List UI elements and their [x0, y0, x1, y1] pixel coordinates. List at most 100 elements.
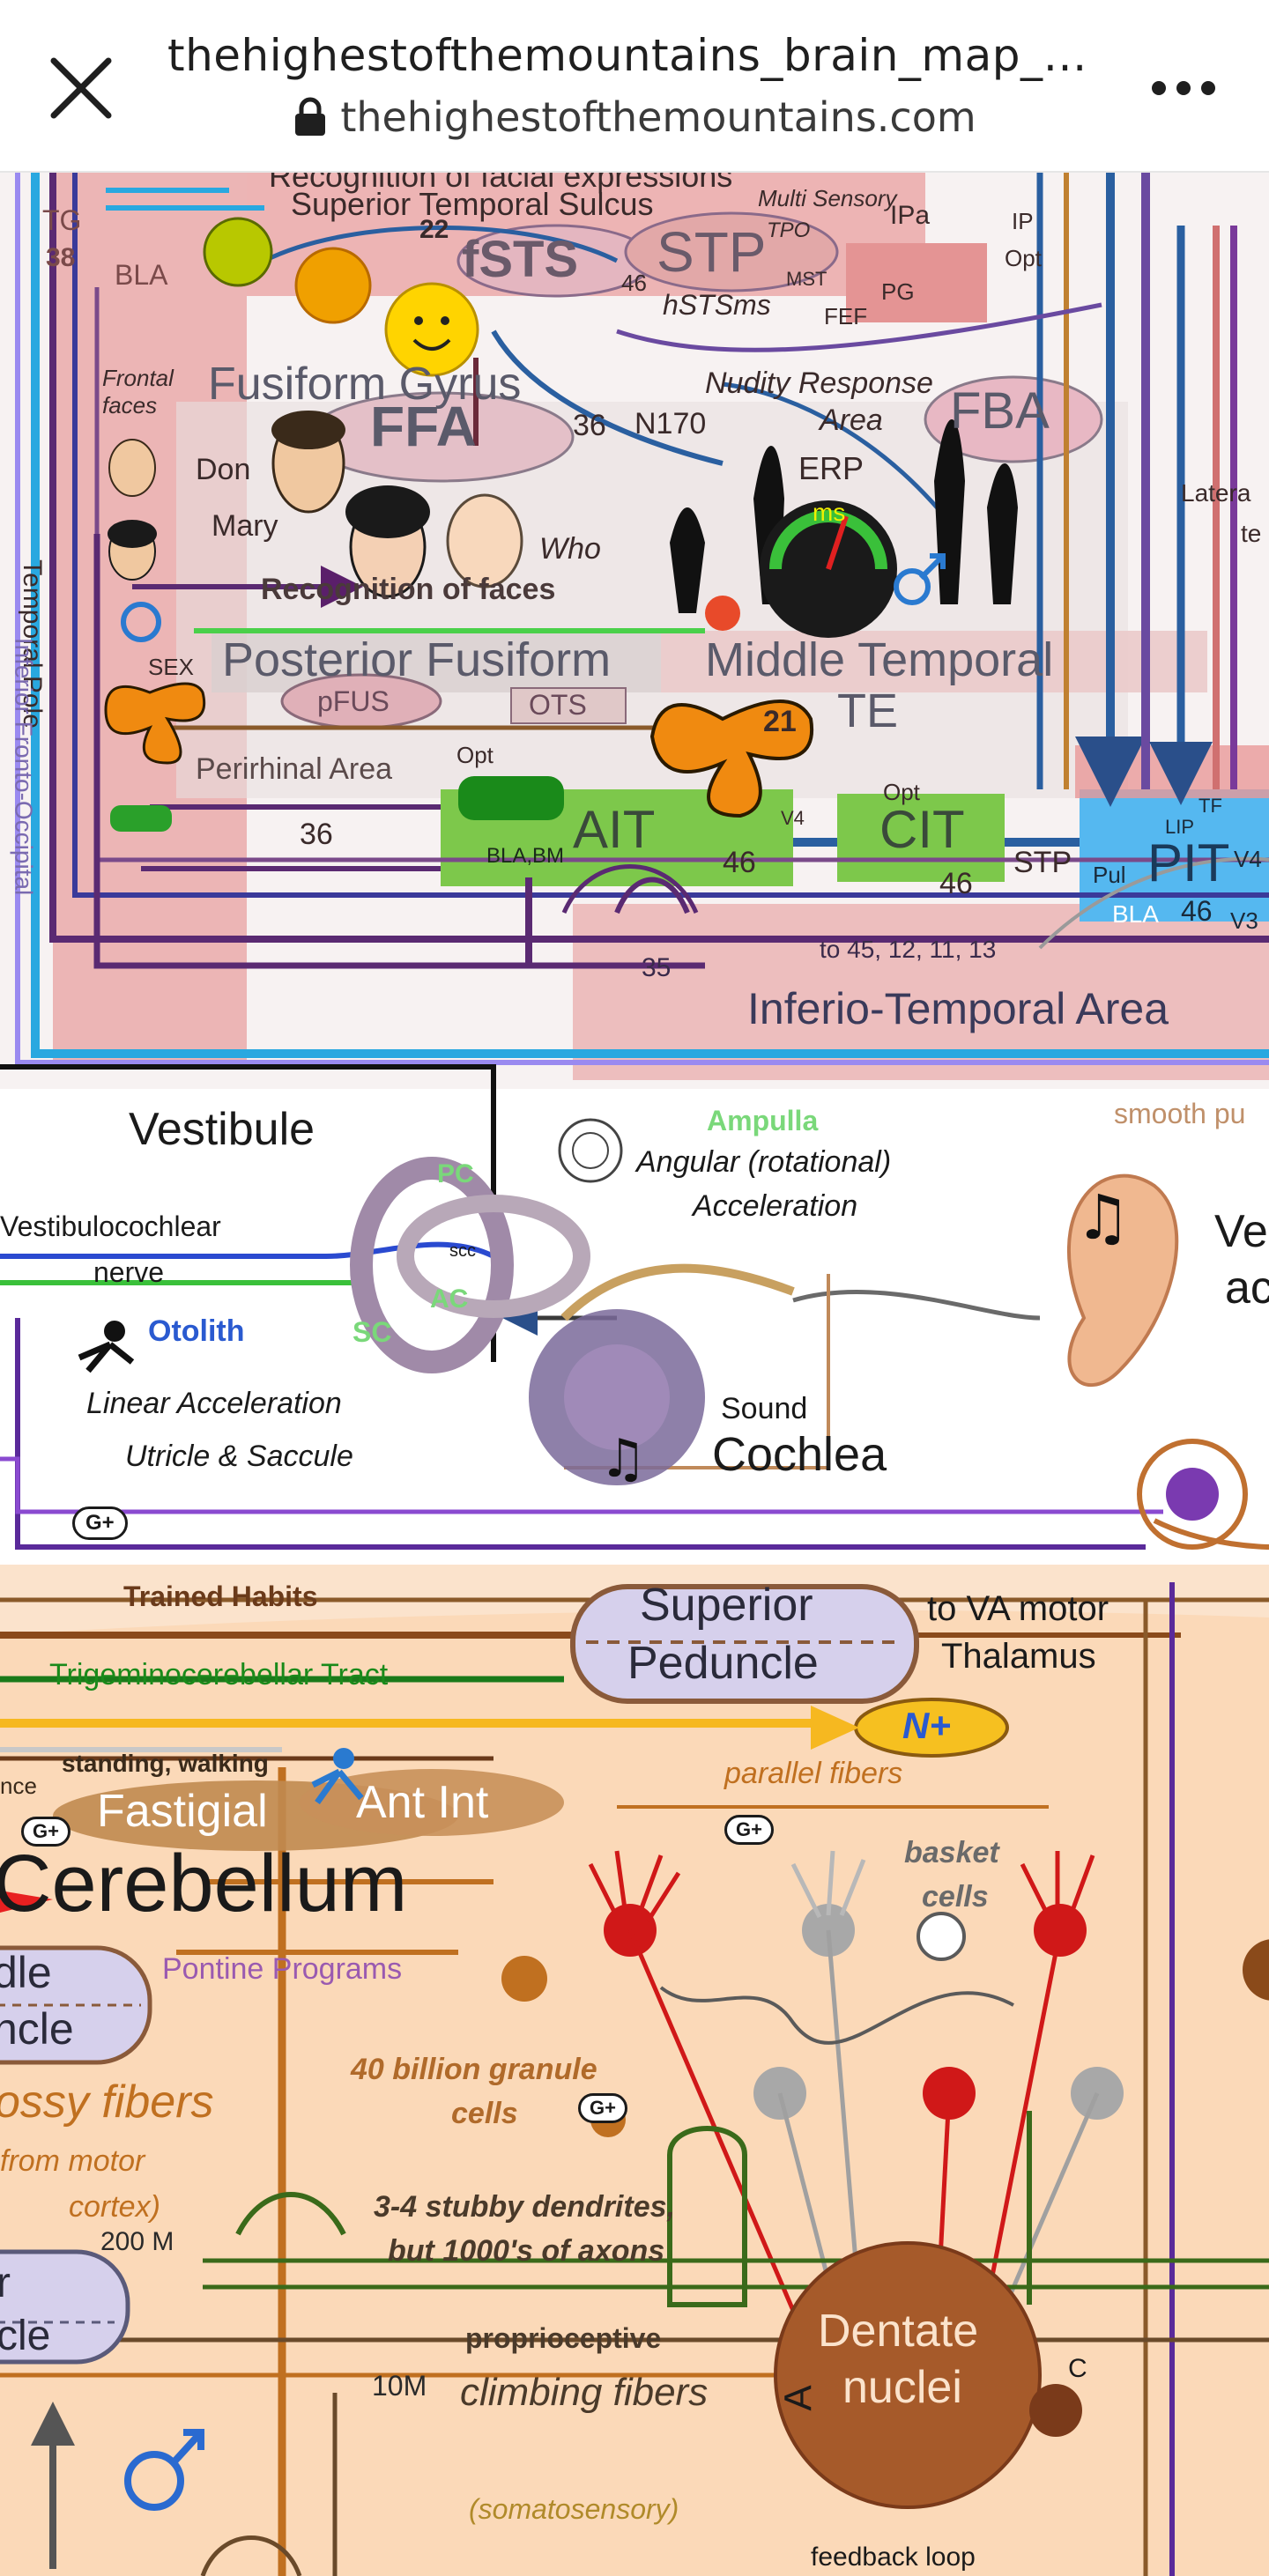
label-21: 21 — [763, 705, 797, 738]
label-stp-2: STP — [1013, 846, 1072, 879]
label-climbing: climbing fibers — [460, 2371, 709, 2414]
close-icon — [50, 57, 112, 119]
label-ipa: IPa — [890, 201, 931, 230]
label-peduncle: Peduncle — [627, 1638, 819, 1689]
label-10m: 10M — [372, 2370, 427, 2402]
label-36a: 36 — [573, 409, 606, 442]
label-a: A — [776, 2385, 820, 2411]
label-200m: 200 M — [100, 2227, 174, 2256]
label-fusiform-gyrus: Fusiform Gyrus — [208, 359, 522, 410]
label-pc: PC — [437, 1159, 474, 1188]
label-lateral: Latera — [1181, 479, 1251, 507]
label-sex: SEX — [148, 654, 195, 680]
more-horizontal-icon — [1152, 81, 1166, 95]
label-ac: AC — [430, 1284, 469, 1314]
label-hstsms: hSTSms — [663, 289, 771, 321]
label-fsts: fSTS — [462, 231, 579, 288]
label-granule-2: cells — [451, 2097, 518, 2130]
label-angular: Angular (rotational) — [636, 1145, 892, 1179]
label-pit: PIT — [1147, 833, 1230, 892]
label-ac-cut: ac — [1225, 1262, 1269, 1314]
label-thalamus: Thalamus — [941, 1637, 1096, 1676]
label-lip: LIP — [1165, 816, 1195, 838]
svg-text:♫: ♫ — [599, 1428, 647, 1490]
label-perirhinal: Perirhinal Area — [196, 752, 393, 786]
label-te-cut: te — [1241, 520, 1262, 547]
label-bla-bm: BLA,BM — [486, 844, 565, 868]
label-n170: N170 — [634, 407, 707, 440]
label-to-45: to 45, 12, 11, 13 — [820, 936, 997, 963]
label-46b: 46 — [723, 846, 756, 879]
label-smooth: smooth pu — [1114, 1098, 1246, 1129]
label-c: C — [1068, 2354, 1087, 2383]
label-otolith: Otolith — [148, 1314, 245, 1348]
label-erp: ERP — [798, 450, 865, 486]
label-nerve: nerve — [93, 1256, 165, 1288]
label-stp: STP — [657, 220, 767, 284]
label-tpo: TPO — [767, 218, 811, 242]
label-dle: dle — [0, 1948, 52, 1997]
label-trigeminocerebellar: Trigeminocerebellar Tract — [49, 1658, 389, 1691]
label-multi-sensory: Multi Sensory — [758, 185, 897, 211]
more-options-button[interactable] — [1144, 53, 1223, 123]
brain-map-graphic: ♫ ♫ — [0, 173, 1269, 2576]
label-fba: FBA — [950, 382, 1050, 440]
label-mary: Mary — [212, 509, 278, 543]
label-inferior-fronto-occipital: Inferior Fronto-Occipital — [10, 637, 38, 896]
label-gplus-1: G+ — [21, 1817, 70, 1847]
url-row: thehighestofthemountains.com — [167, 93, 1102, 141]
close-button[interactable] — [46, 53, 116, 123]
label-dentate: Dentate — [818, 2306, 979, 2357]
label-fastigial: Fastigial — [97, 1786, 268, 1837]
label-inferio-temporal: Inferio-Temporal Area — [747, 984, 1169, 1033]
label-ant-int: Ant Int — [356, 1777, 489, 1828]
label-vestibule: Vestibule — [129, 1104, 315, 1155]
label-frontal-faces: Frontal faces — [102, 365, 174, 419]
label-v4: V4 — [781, 807, 805, 829]
label-36b: 36 — [300, 818, 333, 851]
label-tg: TG — [42, 204, 82, 236]
label-opt-1: Opt — [1005, 245, 1042, 271]
label-granule-1: 40 billion granule — [351, 2053, 597, 2086]
label-who: Who — [539, 532, 601, 566]
label-nuclei: nuclei — [842, 2362, 962, 2413]
label-r: r — [0, 2260, 11, 2306]
label-from-motor: from motor — [0, 2144, 145, 2178]
label-nce: nce — [0, 1773, 37, 1799]
label-gplus-vestibular: G+ — [72, 1506, 128, 1540]
label-tf: TF — [1198, 795, 1222, 817]
image-viewer[interactable]: ♫ ♫ — [0, 173, 1269, 2576]
label-cerebellum: Cerebellum — [0, 1839, 408, 1928]
label-46c: 46 — [939, 867, 973, 900]
label-ffa: FFA — [370, 395, 477, 458]
title-area[interactable]: thehighestofthemountains_brain_map_1... … — [167, 30, 1102, 141]
more-horizontal-icon — [1176, 81, 1191, 95]
label-ait: AIT — [573, 800, 656, 859]
label-pontine: Pontine Programs — [162, 1952, 403, 1986]
label-recognition-faces: Recognition of faces — [261, 573, 556, 606]
label-superior: Superior — [640, 1580, 813, 1631]
label-utricle-saccule: Utricle & Saccule — [125, 1440, 353, 1473]
label-cochlea: Cochlea — [712, 1428, 887, 1481]
label-vestibulocochlear: Vestibulocochlear — [0, 1210, 221, 1242]
label-stubby-2: but 1000's of axons — [388, 2234, 665, 2268]
label-v4b: V4 — [1234, 846, 1262, 872]
label-recognition-facial: Recognition of facial expressions — [269, 173, 733, 194]
label-bla-2: BLA — [1112, 900, 1159, 928]
label-sc: SC — [352, 1316, 392, 1348]
label-cells: cells — [922, 1880, 989, 1913]
label-ve: Ve — [1214, 1206, 1268, 1257]
label-parallel-fibers: parallel fibers — [724, 1757, 903, 1790]
label-scc: scc — [449, 1241, 476, 1261]
label-cit: CIT — [879, 800, 965, 859]
label-ip: IP — [1012, 208, 1034, 234]
label-stubby-1: 3-4 stubby dendrites, — [374, 2190, 675, 2224]
label-gplus-3: G+ — [578, 2093, 627, 2123]
label-feedback: feedback loop — [811, 2543, 976, 2572]
label-posterior-fusiform: Posterior Fusiform — [222, 633, 612, 686]
label-te: TE — [837, 685, 899, 737]
label-cle: cle — [0, 2313, 51, 2359]
label-bla: BLA — [115, 259, 168, 291]
label-proprioceptive: proprioceptive — [465, 2322, 662, 2354]
label-area: Area — [820, 403, 883, 437]
